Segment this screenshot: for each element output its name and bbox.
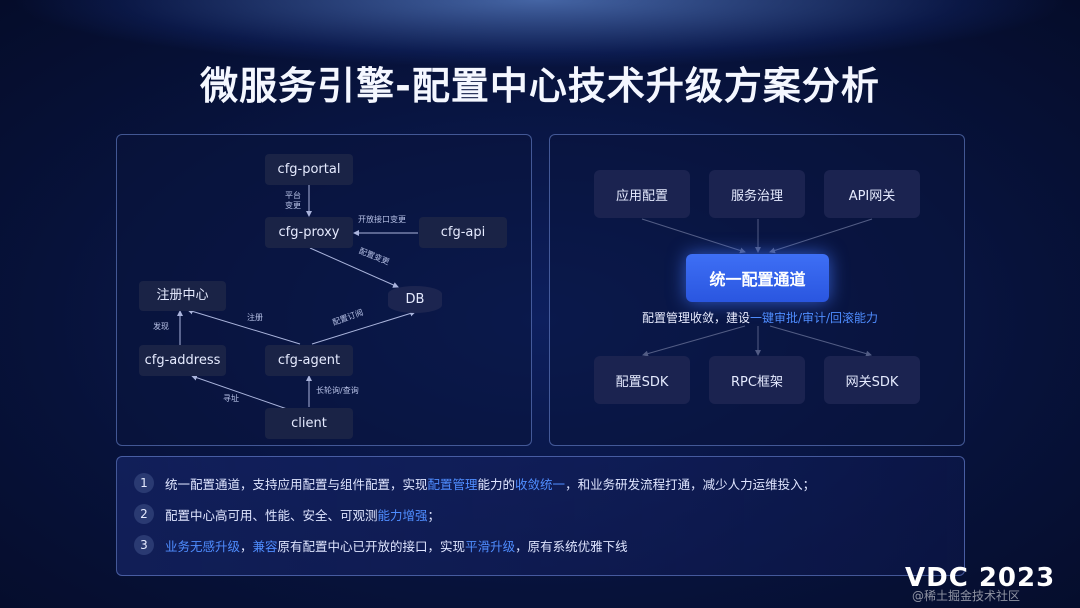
page-title: 微服务引擎-配置中心技术升级方案分析	[200, 64, 880, 108]
node-cfg-proxy: cfg-proxy	[265, 217, 353, 248]
node-db: DB	[388, 286, 442, 313]
node-cfg-address: cfg-address	[139, 345, 226, 376]
node-unified-config-channel: 统一配置通道	[686, 254, 829, 302]
edge-label-address-lookup: 寻址	[223, 394, 239, 403]
edge-label-discover: 发现	[153, 322, 169, 331]
node-rpc-framework: RPC框架	[709, 356, 805, 404]
number-badge: 2	[134, 504, 154, 524]
edge-label-open-api-change: 开放接口变更	[358, 215, 406, 224]
node-service-governance: 服务治理	[709, 170, 805, 218]
node-cfg-agent: cfg-agent	[265, 345, 353, 376]
key-points-panel	[116, 456, 965, 576]
node-registry: 注册中心	[139, 281, 226, 311]
key-point-3: 3 业务无感升级，兼容原有配置中心已开放的接口，实现平滑升级，原有系统优雅下线	[134, 534, 628, 556]
edge-label-platform: 平台 变更	[285, 191, 301, 210]
edge-label-register: 注册	[247, 313, 263, 322]
node-config-sdk: 配置SDK	[594, 356, 690, 404]
number-badge: 3	[134, 535, 154, 555]
vdc-logo: VDC 2023	[905, 563, 1056, 593]
node-api-gateway: API网关	[824, 170, 920, 218]
node-cfg-portal: cfg-portal	[265, 154, 353, 185]
node-app-config: 应用配置	[594, 170, 690, 218]
key-point-1: 1 统一配置通道，支持应用配置与组件配置，实现配置管理能力的收敛统一，和业务研发…	[134, 472, 815, 494]
watermark: @稀土掘金技术社区	[912, 589, 1021, 603]
node-client: client	[265, 408, 353, 439]
node-cfg-api: cfg-api	[419, 217, 507, 248]
edge-label-long-poll: 长轮询/查询	[316, 386, 359, 395]
number-badge: 1	[134, 473, 154, 493]
channel-caption: 配置管理收敛，建设一键审批/审计/回滚能力	[641, 311, 879, 325]
key-point-2: 2 配置中心高可用、性能、安全、可观测能力增强；	[134, 503, 440, 525]
node-gateway-sdk: 网关SDK	[824, 356, 920, 404]
